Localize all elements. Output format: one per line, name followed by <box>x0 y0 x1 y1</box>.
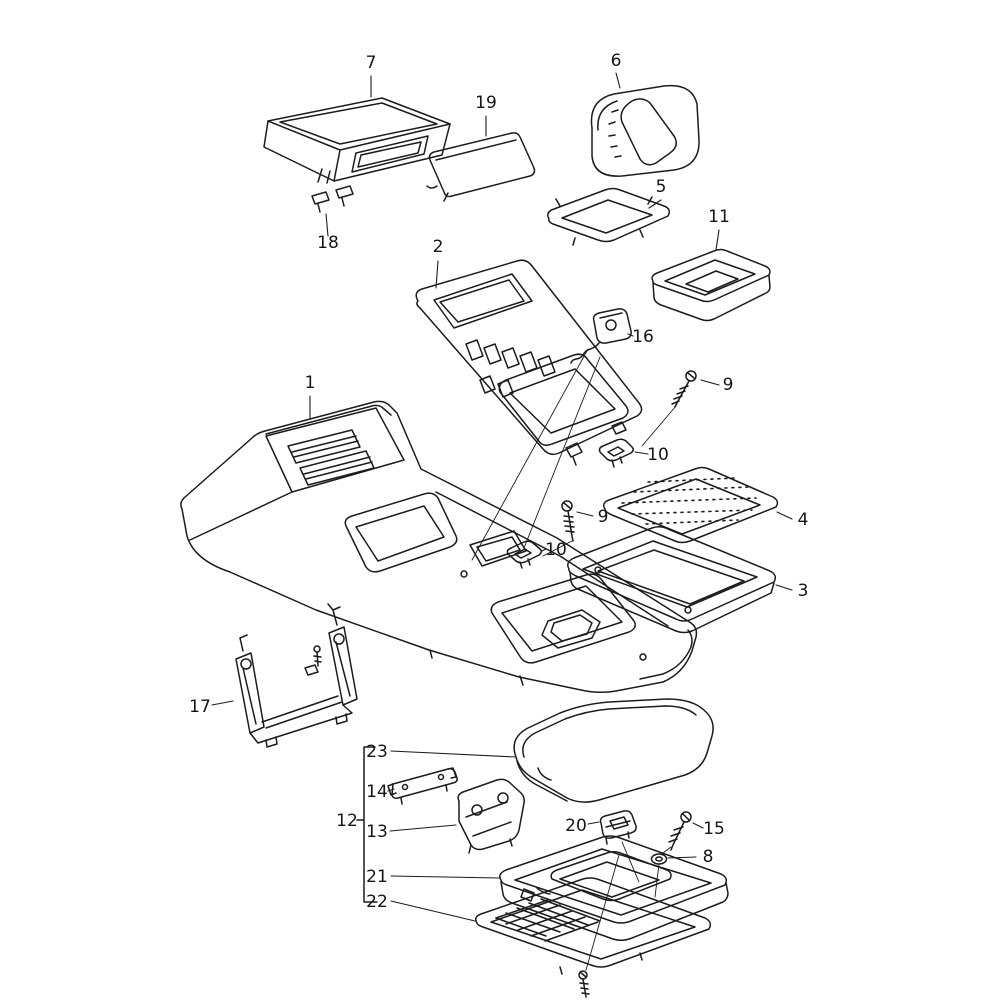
part-20-latch <box>599 810 637 845</box>
part-1-console-body <box>180 400 698 694</box>
part-2-trim-panel <box>415 259 643 466</box>
part-label-2: 2 <box>433 237 444 257</box>
part-label-13: 13 <box>366 822 388 842</box>
part-label-8: 8 <box>703 847 714 867</box>
part-label-15: 15 <box>703 819 725 839</box>
part-label-22: 22 <box>366 892 388 912</box>
part-label-4: 4 <box>798 510 809 530</box>
part-label-3: 3 <box>798 581 809 601</box>
bottom-screw <box>578 970 590 998</box>
part-23-armrest-lid <box>513 698 714 803</box>
label-leader-lines <box>211 72 793 922</box>
part-label-19: 19 <box>475 93 497 113</box>
part-number-labels: 7 19 6 18 2 5 11 16 9 10 1 4 9 10 3 17 2… <box>189 51 808 912</box>
part-label-1: 1 <box>305 373 316 393</box>
part-label-23: 23 <box>366 742 388 762</box>
part-label-6: 6 <box>611 51 622 71</box>
part-4-perforated-mat <box>602 466 779 544</box>
part-label-9-lower: 9 <box>598 507 609 527</box>
part-9-screw-upper <box>671 370 697 408</box>
part-5-mounting-frame <box>547 187 671 246</box>
part-label-16: 16 <box>632 327 654 347</box>
diagram-line-art <box>180 84 779 998</box>
part-13-bracket <box>457 778 525 854</box>
part-label-7: 7 <box>366 53 377 73</box>
part-9-screw-lower <box>561 500 575 542</box>
part-17-support-bracket <box>235 603 358 748</box>
part-label-10-lower: 10 <box>545 540 567 560</box>
part-12-group-bracket <box>356 746 378 903</box>
part-7-storage-compartment <box>263 97 451 184</box>
part-label-9-upper: 9 <box>723 375 734 395</box>
part-10-clip-lower <box>506 540 543 569</box>
part-label-11: 11 <box>708 207 730 227</box>
part-22-lower-shell <box>474 877 712 975</box>
assembly-guide-lines <box>471 348 677 971</box>
part-11-small-tray <box>651 248 771 322</box>
part-label-21: 21 <box>366 867 388 887</box>
part-18-clips <box>311 185 354 213</box>
part-6-shift-gate-bezel <box>590 84 700 177</box>
part-15-screw <box>668 811 692 851</box>
part-label-18: 18 <box>317 233 339 253</box>
part-16-switch <box>570 308 632 364</box>
part-10-clip-upper <box>598 438 635 468</box>
part-label-10-upper: 10 <box>647 445 669 465</box>
part-label-12: 12 <box>336 811 358 831</box>
part-label-5: 5 <box>656 177 667 197</box>
part-19-lid <box>426 132 536 202</box>
part-label-17: 17 <box>189 697 211 717</box>
part-label-14: 14 <box>366 782 388 802</box>
part-3-storage-tray <box>567 525 777 634</box>
part-8-washer <box>650 853 668 865</box>
part-14-retainer-strip <box>387 767 458 805</box>
part-label-20: 20 <box>565 816 587 836</box>
